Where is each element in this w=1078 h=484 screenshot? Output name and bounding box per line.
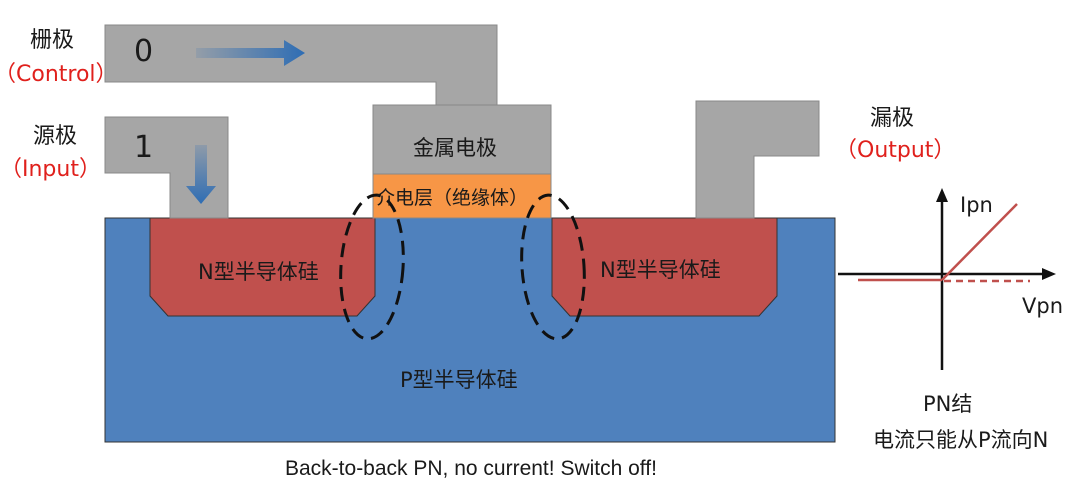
- gate-value: 0: [134, 34, 154, 69]
- n-region-left-label: N型半导体硅: [198, 260, 319, 284]
- source-contact: [104, 116, 229, 219]
- n-region-right: [551, 217, 778, 317]
- pn-junction-description: 电流只能从P流向N: [873, 428, 1049, 452]
- caption: Back-to-back PN, no current! Switch off!: [285, 457, 657, 480]
- pn-junction-highlight-left: [339, 193, 405, 341]
- gate-arrow: [196, 40, 305, 66]
- gate-label-cn: 栅极: [30, 28, 75, 53]
- source-value: 1: [134, 130, 154, 165]
- metal-electrode-label: 金属电极: [413, 136, 497, 160]
- iv-y-axis-arrowhead: [936, 188, 948, 202]
- iv-curve-rise: [941, 203, 1018, 281]
- drain-contact: [695, 100, 820, 219]
- iv-y-axis-label: Ipn: [960, 193, 993, 217]
- drain-label-cn: 漏极: [870, 106, 915, 131]
- iv-x-axis-arrowhead: [1042, 268, 1056, 280]
- gate-label-en: （Control）: [0, 62, 118, 87]
- source-label-cn: 源极: [33, 124, 78, 149]
- pn-junction-title: PN结: [923, 392, 973, 416]
- dielectric-label: 介电层（绝缘体）: [376, 187, 529, 209]
- drain-label-en: （Output）: [835, 138, 956, 163]
- pn-junction-highlight-right: [520, 193, 586, 341]
- n-region-right-label: N型半导体硅: [600, 258, 721, 282]
- p-substrate-label: P型半导体硅: [400, 368, 518, 392]
- source-label-en: （Input）: [0, 157, 101, 182]
- iv-x-axis-label: Vpn: [1022, 294, 1064, 318]
- source-arrow: [186, 145, 216, 204]
- gate-wire: [104, 24, 498, 107]
